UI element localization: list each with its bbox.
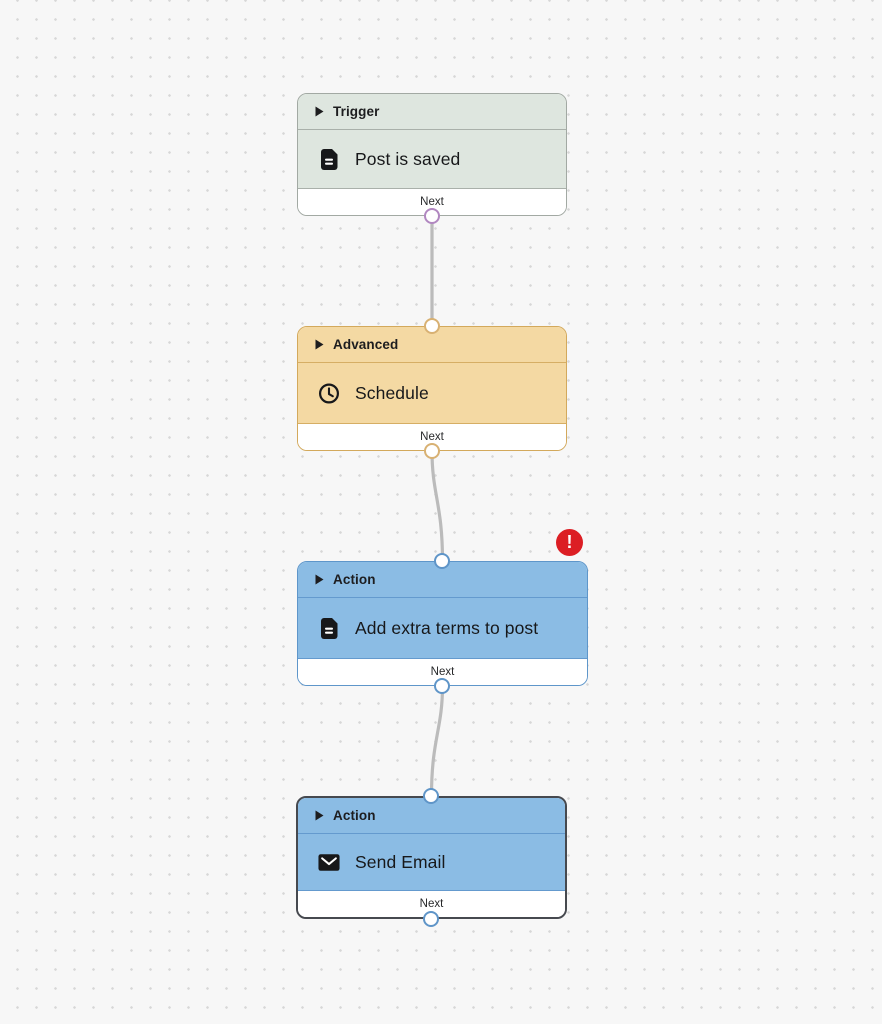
collapse-caret-icon [315,106,324,117]
node-title: Post is saved [355,148,461,169]
node-header-toggle[interactable]: Action [298,798,565,834]
node-action-send-email[interactable]: Action Send Email Next [296,796,567,919]
collapse-caret-icon [315,339,324,350]
port-action1-output[interactable] [434,678,450,694]
port-action2-input[interactable] [423,788,439,804]
next-label: Next [430,666,455,678]
port-action2-output[interactable] [423,911,439,927]
next-label: Next [420,431,444,443]
document-icon [318,147,340,171]
node-body: Schedule [298,363,566,423]
node-header-toggle[interactable]: Advanced [298,327,566,363]
node-title: Schedule [355,382,429,403]
node-title: Send Email [355,851,446,872]
error-exclamation: ! [566,531,573,552]
node-action-add-extra-terms[interactable]: Action Add extra terms to post Next [297,561,588,686]
collapse-caret-icon [315,574,324,585]
node-body: Send Email [298,834,565,890]
node-category-label: Action [333,572,376,587]
edge-action1-to-action2 [429,684,445,798]
port-advanced-input[interactable] [424,318,440,334]
clock-icon [318,381,340,405]
port-trigger-output[interactable] [424,208,440,224]
port-action1-input[interactable] [434,553,450,569]
port-advanced-output[interactable] [424,443,440,459]
collapse-caret-icon [315,810,324,821]
next-label: Next [419,898,444,910]
node-advanced-schedule[interactable]: Advanced Schedule Next [297,326,567,451]
node-body: Add extra terms to post [298,598,587,658]
node-header-toggle[interactable]: Trigger [298,94,566,130]
document-icon [318,616,340,640]
next-label: Next [420,196,444,208]
node-trigger-post-is-saved[interactable]: Trigger Post is saved Next [297,93,567,216]
node-footer: Next [298,423,566,450]
error-badge[interactable]: ! [556,529,583,556]
node-category-label: Advanced [333,337,399,352]
node-body: Post is saved [298,130,566,188]
node-category-label: Trigger [333,104,380,119]
node-footer: Next [298,188,566,215]
node-category-label: Action [333,808,376,823]
edge-advanced-to-action1 [430,449,445,563]
node-title: Add extra terms to post [355,617,539,638]
envelope-icon [318,850,340,874]
